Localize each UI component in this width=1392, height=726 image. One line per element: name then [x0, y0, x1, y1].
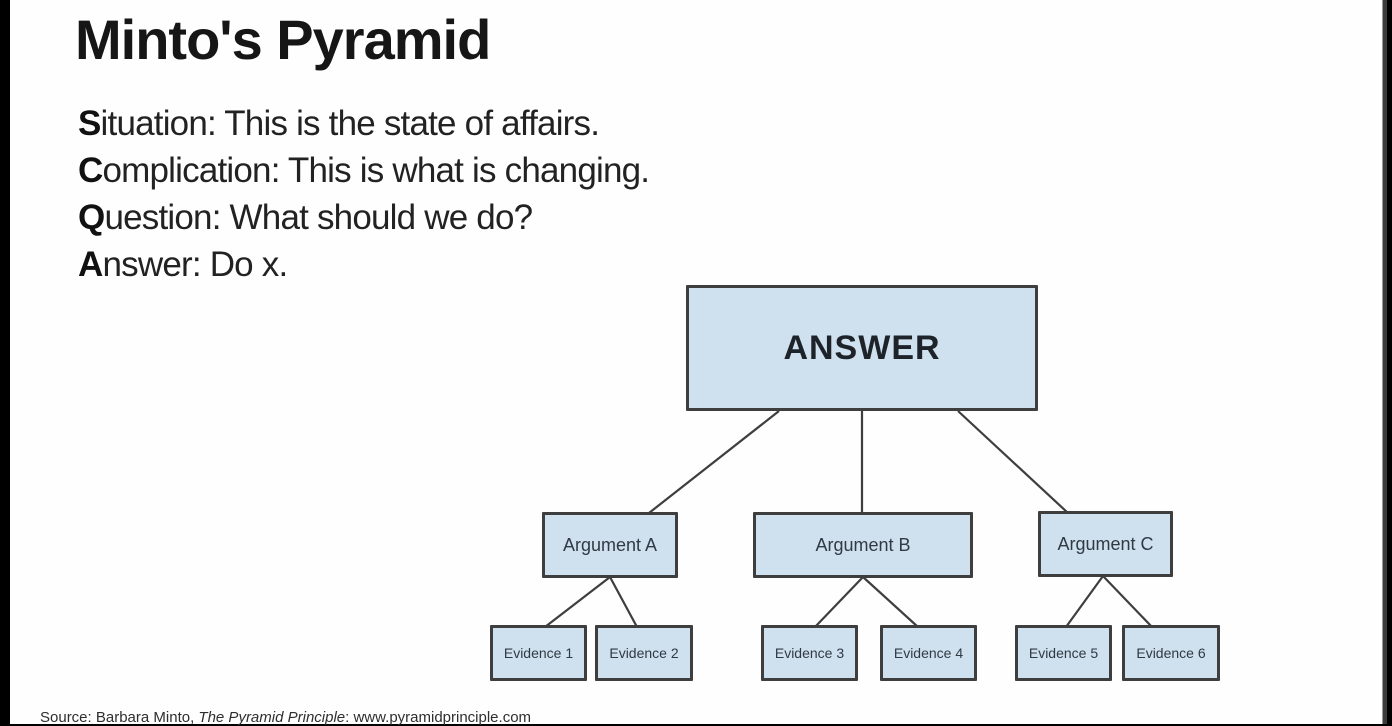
connector-argument-b-evidence-3 — [814, 576, 864, 628]
node-answer: ANSWER — [686, 285, 1038, 411]
connector-argument-c-evidence-6 — [1102, 575, 1153, 628]
scqa-text: nswer: Do x. — [102, 245, 288, 284]
node-evidence-5-label: Evidence 5 — [1028, 645, 1099, 661]
node-evidence-3-label: Evidence 3 — [774, 645, 845, 661]
node-argument-b-label: Argument B — [815, 534, 911, 555]
source-citation: Source: Barbara Minto, The Pyramid Princ… — [40, 710, 531, 725]
scqa-line-complication: Complication: This is what is changing. — [78, 147, 650, 194]
node-evidence-6-label: Evidence 6 — [1136, 645, 1206, 661]
node-argument-c: Argument C — [1038, 511, 1173, 577]
scqa-lead: C — [78, 151, 103, 190]
source-prefix: Source: Barbara Minto, — [40, 709, 199, 726]
scqa-lead: Q — [78, 198, 105, 237]
scqa-lead: A — [78, 245, 103, 284]
node-evidence-3: Evidence 3 — [761, 625, 858, 681]
scqa-line-question: Question: What should we do? — [78, 194, 649, 241]
scqa-line-situation: Situation: This is the state of affairs. — [78, 100, 649, 147]
connector-answer-argument-a — [648, 410, 780, 514]
node-evidence-6: Evidence 6 — [1122, 625, 1220, 681]
slide-title: Minto's Pyramid — [75, 8, 491, 71]
scqa-text: uestion: What should we do? — [104, 198, 533, 237]
connector-argument-a-evidence-1 — [544, 576, 611, 628]
scqa-block: Situation: This is the state of affairs.… — [78, 100, 650, 288]
node-argument-a-label: Argument A — [562, 534, 658, 555]
letterbox-left-bar — [0, 0, 10, 724]
connector-argument-a-evidence-2 — [609, 576, 638, 628]
connector-argument-c-evidence-5 — [1065, 575, 1104, 628]
slide-canvas: Minto's Pyramid Situation: This is the s… — [10, 0, 1387, 725]
node-evidence-4: Evidence 4 — [880, 625, 977, 681]
node-evidence-2-label: Evidence 2 — [609, 645, 679, 661]
scqa-text: ituation: This is the state of affairs. — [100, 104, 600, 143]
node-evidence-4-label: Evidence 4 — [893, 645, 964, 661]
node-argument-b: Argument B — [753, 512, 973, 578]
node-argument-c-label: Argument C — [1057, 533, 1154, 554]
node-evidence-1: Evidence 1 — [490, 625, 587, 681]
scqa-lead: S — [78, 104, 101, 143]
node-evidence-5: Evidence 5 — [1015, 625, 1112, 681]
node-answer-label: ANSWER — [783, 328, 941, 367]
source-book-title: The Pyramid Principle — [198, 709, 346, 726]
connector-answer-argument-c — [957, 410, 1069, 514]
node-argument-a: Argument A — [542, 512, 678, 578]
node-evidence-2: Evidence 2 — [595, 625, 693, 681]
node-evidence-1-label: Evidence 1 — [503, 645, 574, 661]
scqa-line-answer: Answer: Do x. — [78, 241, 649, 288]
source-suffix: : www.pyramidprinciple.com — [345, 709, 532, 726]
scqa-text: omplication: This is what is changing. — [102, 151, 650, 190]
connector-argument-b-evidence-4 — [862, 576, 919, 628]
screen-right-edge — [1382, 0, 1387, 724]
